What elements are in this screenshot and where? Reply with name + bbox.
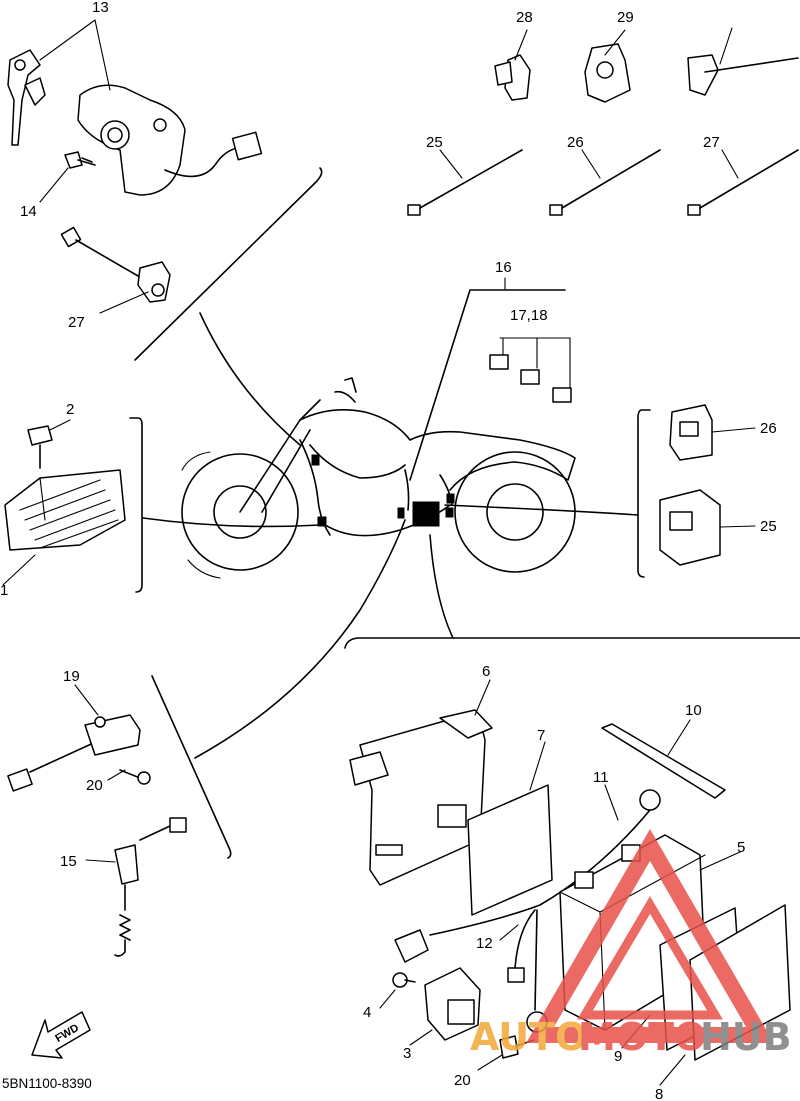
switch-15	[85, 817, 187, 957]
diagram-part-code: 5BN1100-8390	[2, 1076, 92, 1091]
battery-pad-8	[659, 904, 791, 1086]
relay-22	[669, 404, 756, 461]
starter-relay-3	[409, 967, 481, 1046]
callout-4: 4	[363, 1004, 371, 1021]
callout-10: 10	[685, 702, 702, 719]
callout-12: 12	[476, 935, 493, 952]
watermark-auto: AUTO	[470, 1015, 587, 1059]
motorcycle-outline	[181, 377, 576, 579]
group-leader-lines	[142, 289, 639, 759]
clip-28	[584, 29, 631, 103]
watermark-moto: MOTO	[578, 1015, 706, 1059]
callout-27: 28	[516, 9, 533, 26]
callout-17-18: 17,18	[510, 307, 548, 324]
callout-9: 9	[614, 1048, 622, 1065]
battery-cover-7	[467, 741, 553, 916]
lead-11	[394, 784, 661, 963]
rectifier-regulator-1	[2, 469, 126, 586]
callout-23: 27	[68, 314, 85, 331]
screw-4	[379, 972, 416, 1009]
screw-14	[39, 151, 96, 203]
callout-14: 14	[20, 203, 37, 220]
callout-16: 16	[495, 259, 512, 276]
sensor-23	[60, 226, 171, 314]
callout-15: 15	[60, 853, 77, 870]
callout-8: 8	[655, 1086, 663, 1101]
switch-19	[7, 684, 141, 792]
cable-tie-24	[407, 149, 523, 216]
bolt-2	[27, 419, 71, 469]
callout-26: 27	[703, 134, 720, 151]
callout-2: 2	[66, 401, 74, 418]
forward-arrow-icon: FWD	[31, 1011, 91, 1059]
callout-11: 11	[593, 769, 609, 786]
callout-13: 13	[92, 0, 109, 16]
relay-21	[659, 489, 756, 566]
callout-20-lower: 20	[454, 1072, 471, 1089]
fuse-set-16	[489, 277, 572, 403]
callout-22: 26	[760, 420, 777, 437]
callout-5: 5	[737, 839, 745, 856]
main-switch-and-key	[7, 19, 263, 196]
callout-20-upper: 20	[86, 777, 103, 794]
watermark-hub: HUB	[700, 1015, 792, 1059]
callout-1: 1	[0, 582, 8, 599]
clip-29	[687, 27, 799, 96]
callout-3: 3	[403, 1045, 411, 1062]
cable-tie-25	[549, 149, 661, 216]
battery-box-6	[349, 679, 493, 886]
callout-6: 6	[482, 663, 490, 680]
callout-7: 7	[537, 727, 545, 744]
bolt-20-lower	[477, 1035, 535, 1071]
lead-12	[499, 909, 548, 1033]
callout-labels: 13 14 27 28 29 25 26 27 16 17,18 2 1 26 …	[0, 0, 777, 1101]
callout-28: 29	[617, 9, 634, 26]
screw-20-upper	[107, 769, 151, 785]
callout-19: 19	[63, 668, 80, 685]
callout-21: 25	[760, 518, 777, 535]
battery-band-10	[601, 719, 726, 799]
clip-27	[494, 29, 531, 101]
automotohub-watermark: AUTO MOTO HUB	[470, 829, 792, 1059]
callout-25: 26	[567, 134, 584, 151]
callout-24: 25	[426, 134, 443, 151]
cable-tie-26	[687, 149, 799, 216]
section-brackets	[129, 167, 800, 859]
